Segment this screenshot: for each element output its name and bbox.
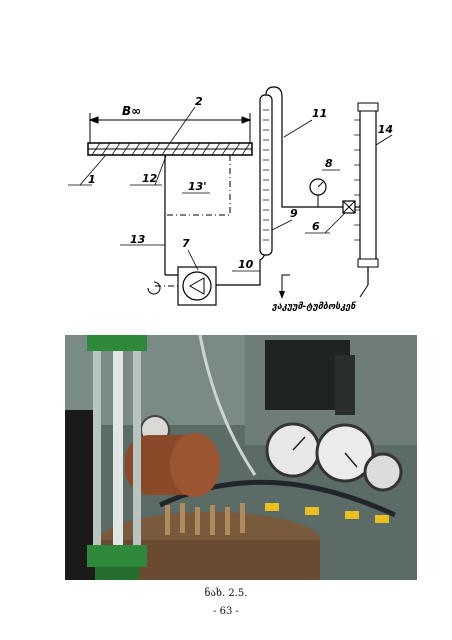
equipment-photograph bbox=[65, 335, 417, 580]
graduated-tube-14 bbox=[354, 102, 379, 298]
label-2: 2 bbox=[195, 95, 203, 108]
leader-11 bbox=[283, 119, 313, 138]
width-dimension bbox=[88, 113, 252, 145]
label-6: 6 bbox=[312, 220, 320, 233]
leader-9 bbox=[271, 219, 293, 231]
label-13: 13 bbox=[130, 233, 146, 246]
rotation-arrow bbox=[147, 281, 161, 295]
filter-plate bbox=[87, 142, 253, 156]
leader-7 bbox=[187, 249, 199, 271]
leader-12b bbox=[154, 155, 167, 186]
label-1: 1 bbox=[88, 173, 96, 186]
schematic-diagram: B∞ 2 1 12 13' 13 7 bbox=[68, 86, 393, 312]
label-14: 14 bbox=[378, 123, 393, 136]
leader-2 bbox=[169, 106, 196, 144]
label-width: B∞ bbox=[122, 104, 141, 118]
graduated-tube-9 bbox=[259, 94, 273, 256]
label-12: 12 bbox=[142, 172, 158, 185]
label-8: 8 bbox=[325, 157, 333, 170]
page-number: - 63 - bbox=[213, 606, 239, 617]
valve-7 bbox=[177, 266, 217, 306]
vacuum-arrowhead bbox=[279, 291, 285, 299]
label-7: 7 bbox=[182, 237, 190, 250]
vacuum-pump-label: ვაკუუმ-ტუმბოსკენ bbox=[271, 302, 356, 312]
label-10: 10 bbox=[238, 258, 254, 271]
pressure-gauge-8 bbox=[309, 178, 327, 207]
leader-1 bbox=[79, 155, 106, 186]
figure-caption: ნახ. 2.5. bbox=[204, 588, 248, 599]
label-11: 11 bbox=[312, 107, 327, 120]
valve-6 bbox=[342, 200, 360, 214]
leader-6 bbox=[324, 212, 346, 234]
leader-14 bbox=[375, 134, 393, 146]
pipe-11 bbox=[265, 86, 343, 208]
label-13p: 13' bbox=[188, 180, 207, 193]
vacuum-arrow bbox=[281, 274, 290, 295]
label-9: 9 bbox=[290, 207, 298, 220]
